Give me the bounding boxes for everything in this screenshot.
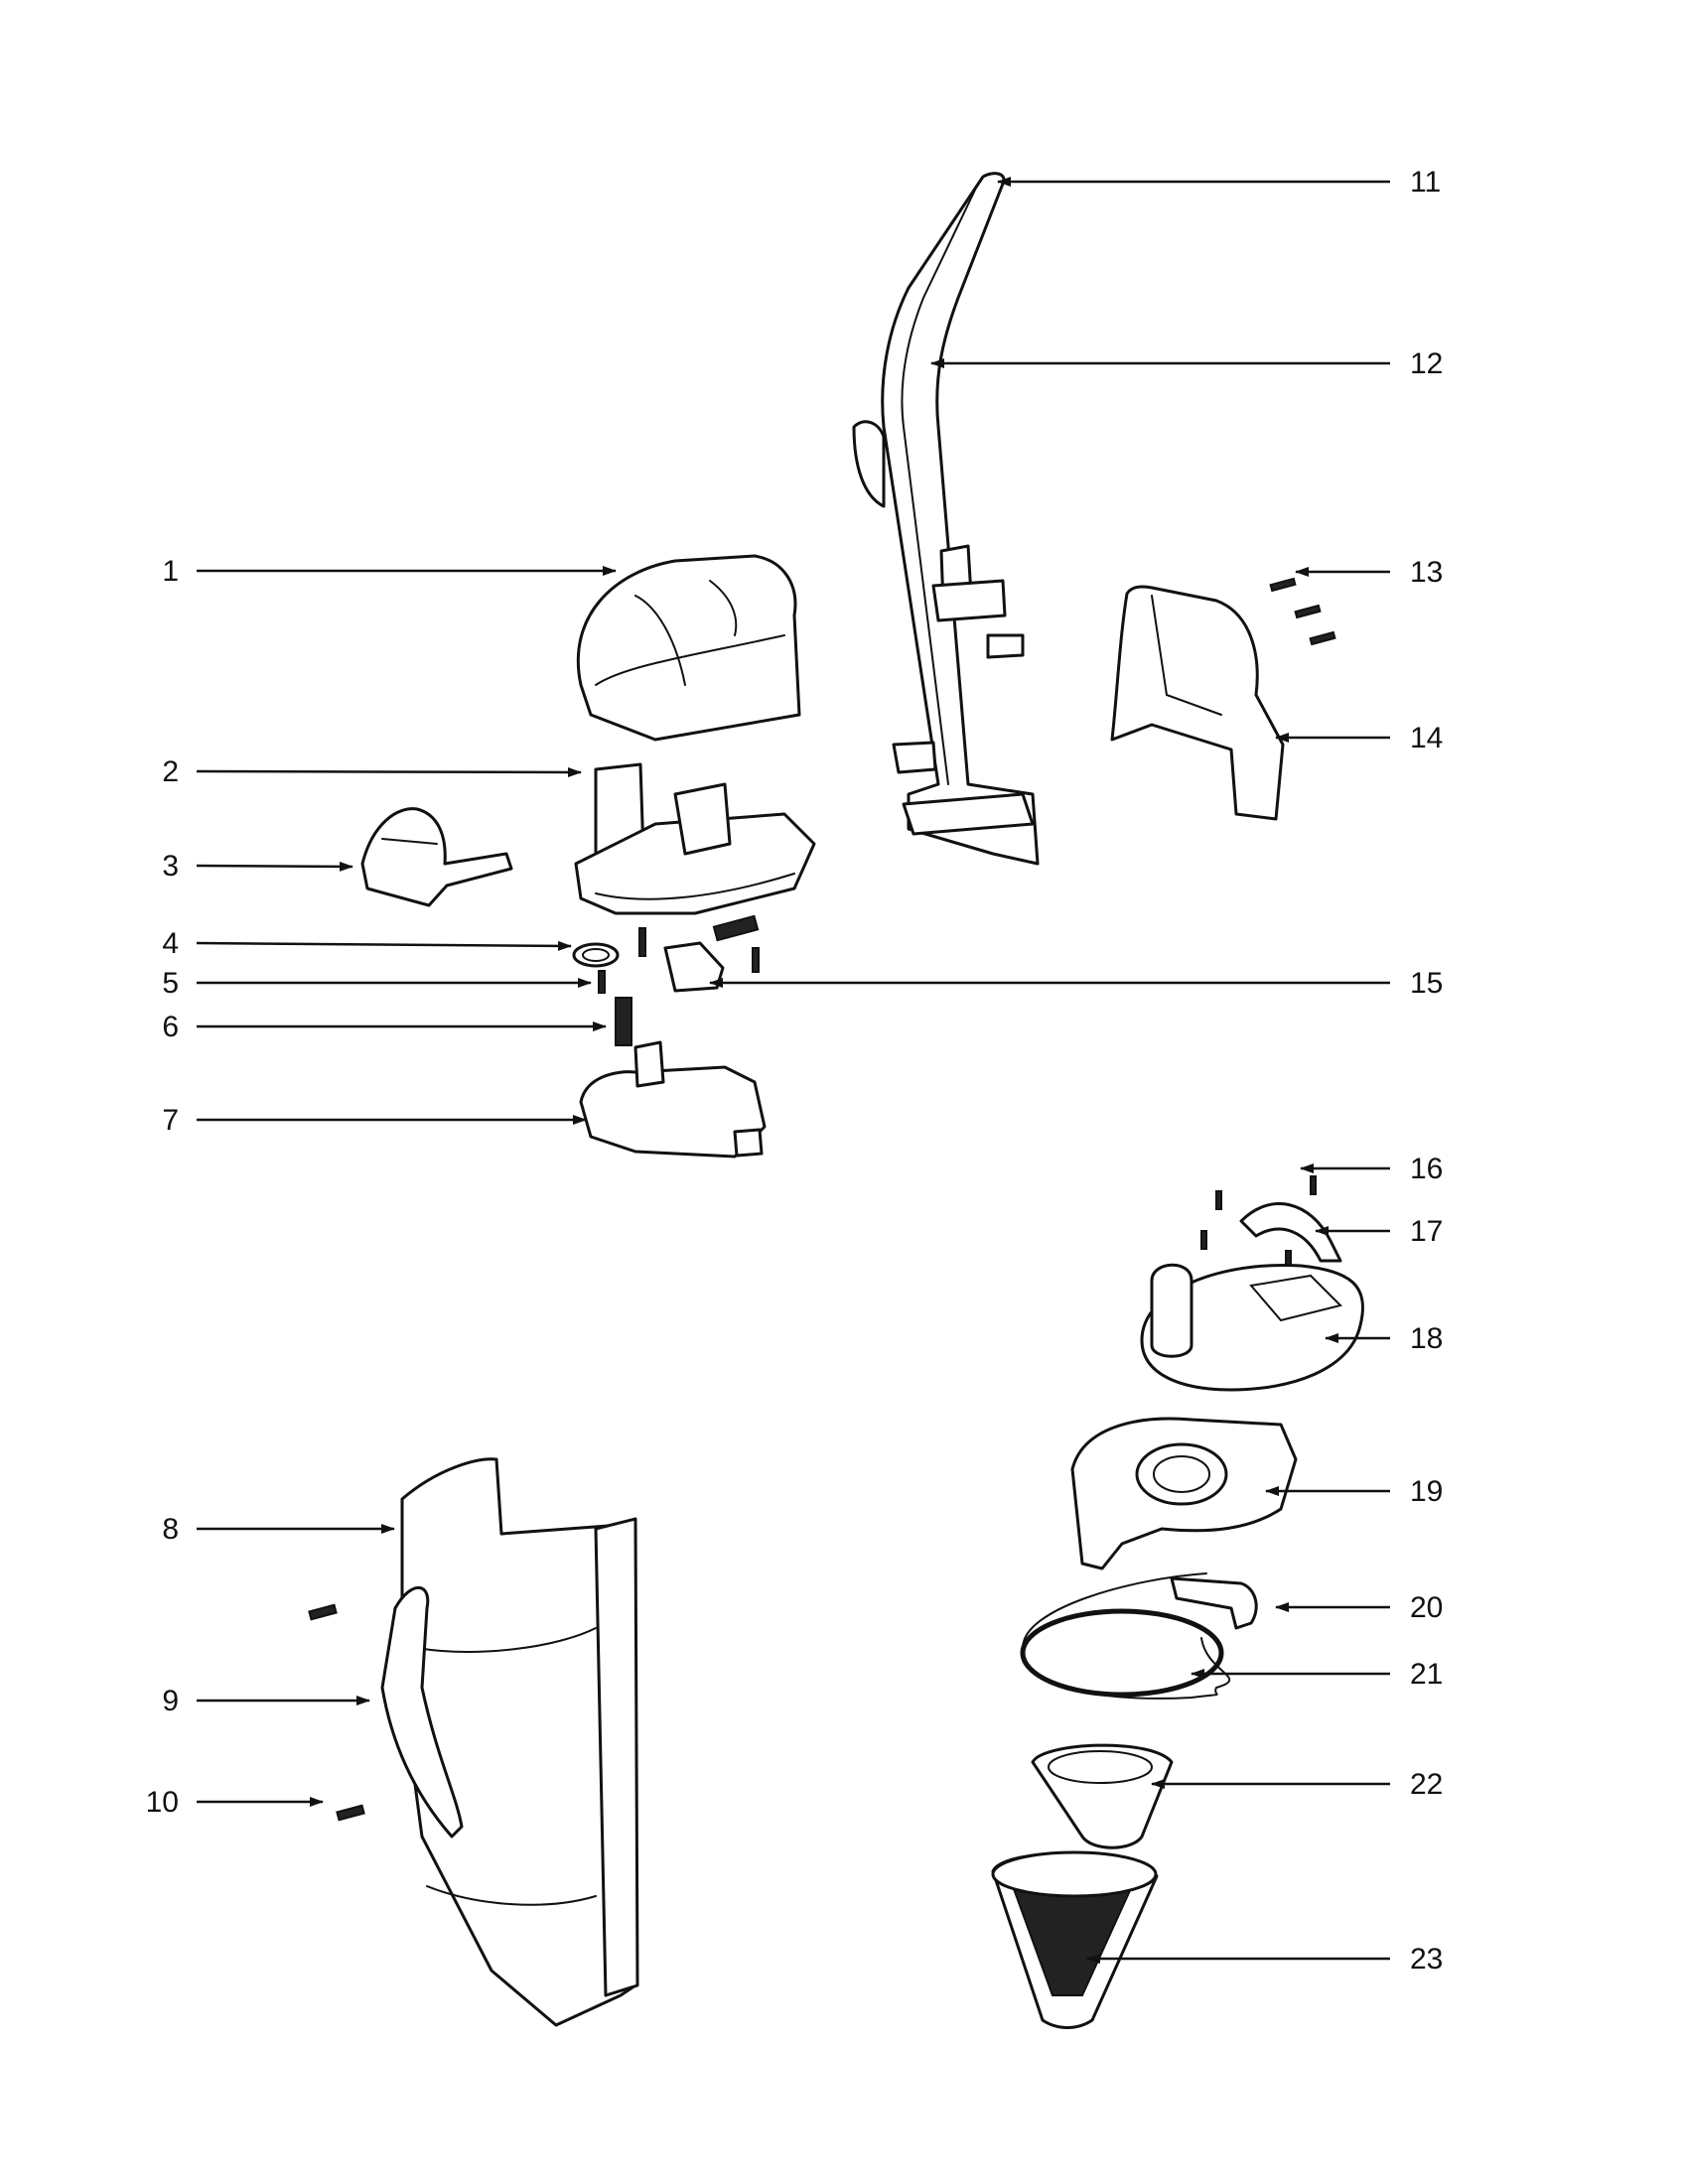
part-top-cover (576, 554, 801, 742)
callout-number-7: 7 (162, 1104, 179, 1137)
callout-number-14: 14 (1410, 722, 1443, 754)
callout-number-2: 2 (162, 755, 179, 788)
callout-number-19: 19 (1410, 1475, 1443, 1508)
callout-number-4: 4 (162, 927, 179, 960)
callout-number-11: 11 (1410, 166, 1441, 199)
callout-number-3: 3 (162, 850, 179, 883)
part-base-plate (579, 1040, 767, 1159)
callout-number-23: 23 (1410, 1943, 1443, 1976)
callout-number-13: 13 (1410, 556, 1443, 589)
part-motor-housing (574, 762, 816, 915)
callout-number-8: 8 (162, 1513, 179, 1546)
part-top-plate (1140, 1175, 1364, 1392)
callout-number-9: 9 (162, 1685, 179, 1717)
callout-number-12: 12 (1410, 347, 1443, 380)
callout-number-17: 17 (1410, 1215, 1443, 1248)
part-hardware (572, 914, 760, 1046)
part-latch (360, 807, 513, 907)
part-gasket-ring (1020, 1572, 1258, 1700)
callout-number-20: 20 (1410, 1591, 1443, 1624)
callout-number-21: 21 (1410, 1658, 1443, 1691)
callout-number-16: 16 (1410, 1153, 1443, 1185)
part-cone-filter (1031, 1743, 1174, 1849)
leader-line-4 (196, 940, 572, 951)
leader-line-2 (196, 766, 582, 777)
leader-line-3 (196, 861, 353, 872)
part-cyclone-base (1070, 1417, 1298, 1570)
callout-number-5: 5 (162, 967, 179, 1000)
callout-number-10: 10 (146, 1786, 179, 1819)
part-rear-cover (1110, 577, 1336, 821)
callout-number-18: 18 (1410, 1322, 1443, 1355)
part-handle-tube (852, 172, 1040, 866)
callout-number-15: 15 (1410, 967, 1443, 1000)
callout-number-22: 22 (1410, 1768, 1443, 1801)
callout-number-1: 1 (162, 555, 179, 588)
part-dirt-cup (308, 1457, 639, 2027)
callout-number-6: 6 (162, 1011, 179, 1043)
part-filter-cup (991, 1850, 1159, 2029)
